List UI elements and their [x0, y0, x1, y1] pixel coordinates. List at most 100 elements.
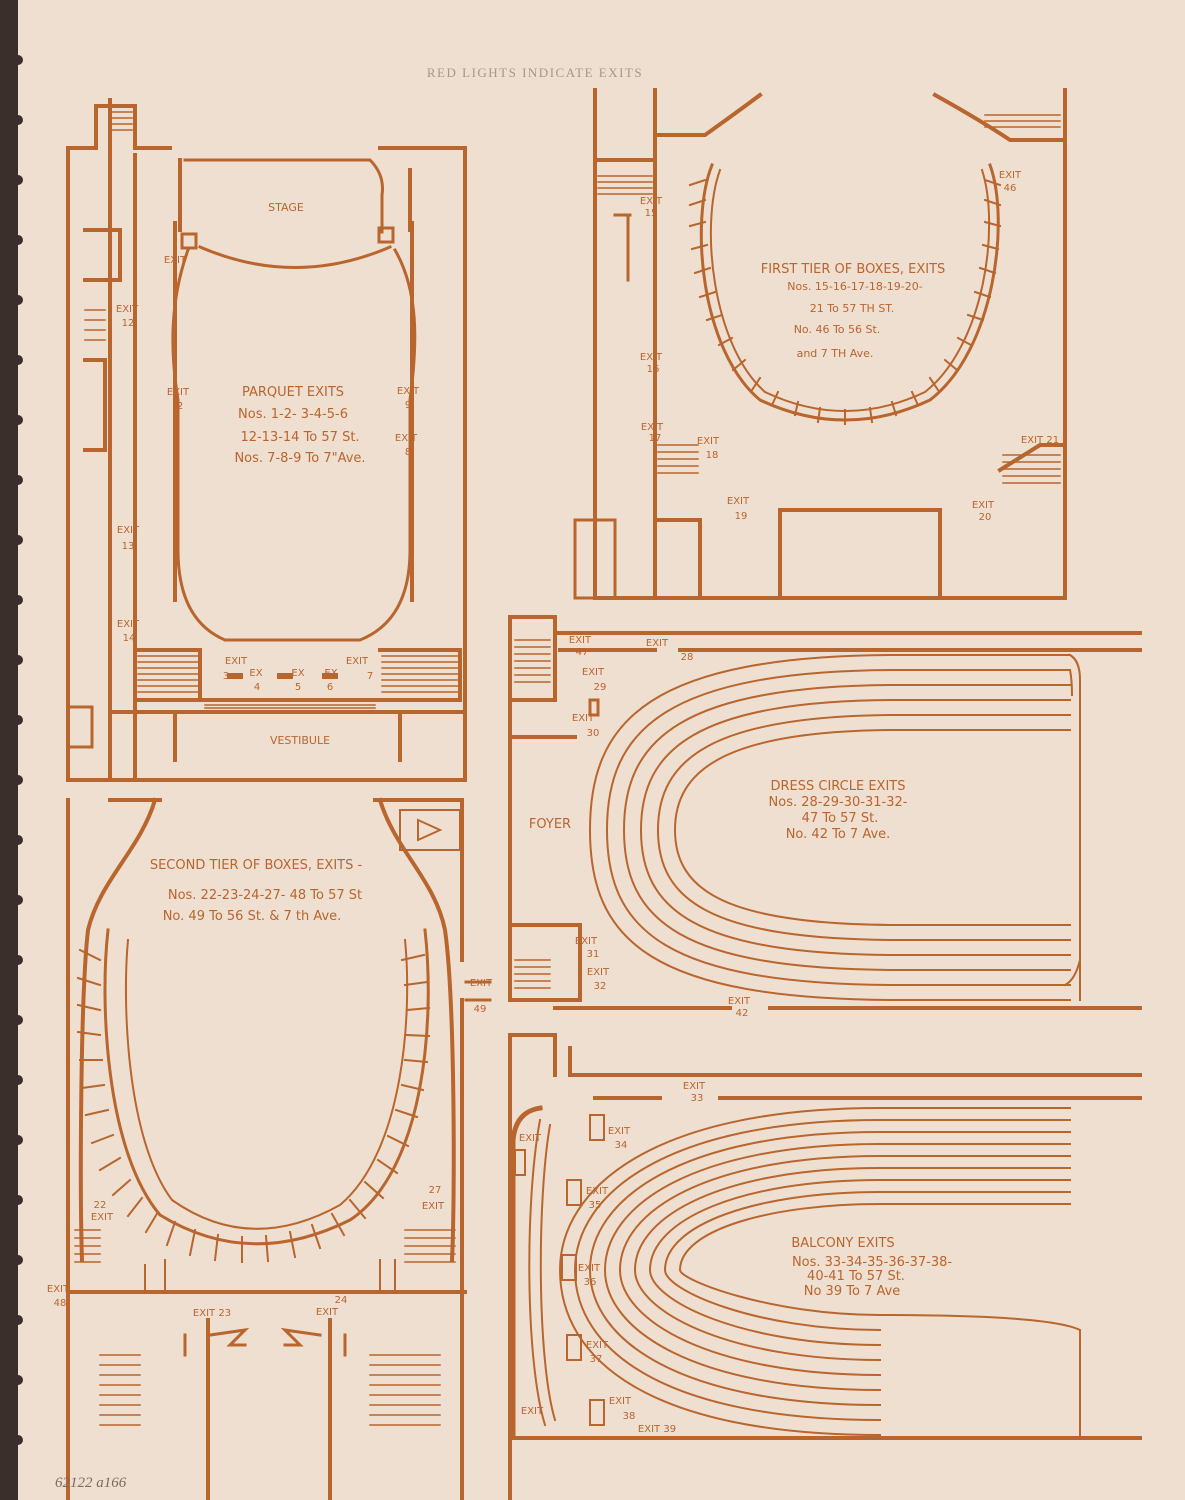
parquet-title: PARQUET EXITS: [242, 385, 344, 400]
page-header: RED LIGHTS INDICATE EXITS: [427, 65, 643, 80]
dress-circle-line-1: Nos. 28-29-30-31-32-: [769, 795, 908, 810]
exit-33-number: 33: [691, 1093, 704, 1104]
second-tier-line-1: Nos. 22-23-24-27- 48 To 57 St: [168, 888, 362, 903]
second-tier-labels: SECOND TIER OF BOXES, EXITS - Nos. 22-23…: [47, 858, 493, 1319]
exit-30-number: 30: [587, 728, 600, 739]
parquet-line-3: Nos. 7-8-9 To 7"Ave.: [234, 451, 365, 466]
exit-47-label: EXIT: [569, 635, 592, 646]
exit-3-number: 3: [223, 671, 229, 682]
exit-28-label: EXIT: [646, 638, 669, 649]
exit-31-label: EXIT: [575, 936, 598, 947]
exit-42-label: EXIT: [728, 996, 751, 1007]
exit-9-number: 9: [405, 400, 411, 411]
first-tier-line-3: No. 46 To 56 St.: [794, 323, 881, 336]
exit-15-label: EXIT: [640, 196, 663, 207]
parquet-line-1: Nos. 1-2- 3-4-5-6: [238, 407, 348, 422]
exit-24-label: EXIT: [316, 1307, 339, 1318]
exit-42-number: 42: [736, 1008, 749, 1019]
exit-8-label: EXIT: [395, 433, 418, 444]
exit-18-label: EXIT: [697, 436, 720, 447]
exit-14-label: EXIT: [117, 619, 140, 630]
exit-5-label: EX: [291, 668, 304, 679]
binder-holes: [13, 55, 23, 1445]
exit-4-label: EX: [249, 668, 262, 679]
vestibule-label: VESTIBULE: [270, 734, 330, 747]
exit-29-label: EXIT: [582, 667, 605, 678]
dress-circle-labels: FOYER DRESS CIRCLE EXITS Nos. 28-29-30-3…: [529, 635, 908, 1019]
exit-1-label: EXIT: [164, 255, 187, 266]
exit-15-number: 15: [645, 208, 658, 219]
exit-17-label: EXIT: [641, 422, 664, 433]
exit-32-number: 32: [594, 981, 607, 992]
program-page: [18, 0, 1185, 1500]
exit-27-label: EXIT: [422, 1201, 445, 1212]
exit-48-number: 48: [54, 1298, 67, 1309]
exit-39-label: EXIT 39: [638, 1424, 676, 1435]
exit-12-label: EXIT: [116, 304, 139, 315]
exit-27-number: 27: [429, 1185, 442, 1196]
exit-13-label: EXIT: [117, 525, 140, 536]
exit-5-number: 5: [295, 682, 301, 693]
first-tier-plan: [573, 88, 1067, 600]
exit-1-number: 1: [172, 267, 178, 278]
exit-35-number: 35: [589, 1200, 602, 1211]
exit-23-label: EXIT 23: [193, 1308, 231, 1319]
exit-32-label: EXIT: [587, 967, 610, 978]
dress-circle-plan: [508, 615, 1142, 1010]
exit-13-number: 13: [122, 541, 135, 552]
balcony-line-2: 40-41 To 57 St.: [807, 1269, 905, 1284]
exit-8-number: 8: [405, 447, 411, 458]
first-tier-line-2: 21 To 57 TH ST.: [810, 302, 894, 315]
exit-2-number: 2: [177, 401, 183, 412]
exit-4-number: 4: [254, 682, 260, 693]
parquet-labels: STAGE VESTIBULE PARQUET EXITS Nos. 1-2- …: [116, 201, 420, 747]
exit-18-number: 18: [706, 450, 719, 461]
exit-20-number: 20: [979, 512, 992, 523]
exit-19-number: 19: [735, 511, 748, 522]
exit-31-number: 31: [587, 949, 600, 960]
exit-22-label: EXIT: [91, 1212, 114, 1223]
second-tier-title: SECOND TIER OF BOXES, EXITS -: [150, 858, 363, 873]
exit-6-number: 6: [327, 682, 333, 693]
exit-30-label: EXIT: [572, 713, 595, 724]
dress-circle-line-3: No. 42 To 7 Ave.: [786, 827, 891, 842]
foyer-label: FOYER: [529, 817, 571, 832]
exit-6-label: EX: [324, 668, 337, 679]
first-tier-labels: FIRST TIER OF BOXES, EXITS Nos. 15-16-17…: [640, 170, 1059, 523]
second-tier-plan: [66, 797, 492, 1500]
balcony-title: BALCONY EXITS: [791, 1236, 894, 1251]
dress-circle-line-2: 47 To 57 St.: [802, 811, 879, 826]
exit-49-number: 49: [474, 1004, 487, 1015]
exit-48-label: EXIT: [47, 1284, 70, 1295]
second-tier-line-2: No. 49 To 56 St. & 7 th Ave.: [163, 909, 342, 924]
parquet-line-2: 12-13-14 To 57 St.: [240, 430, 359, 445]
exit-20-label: EXIT: [972, 500, 995, 511]
exit-lower-left-label: EXIT: [521, 1406, 544, 1417]
exit-38-label: EXIT: [609, 1396, 632, 1407]
balcony-line-1: Nos. 33-34-35-36-37-38-: [792, 1255, 952, 1270]
first-tier-line-4: and 7 TH Ave.: [797, 347, 874, 360]
exit-14-number: 14: [123, 633, 136, 644]
exit-12-number: 12: [122, 318, 135, 329]
exit-46-label: EXIT: [999, 170, 1022, 181]
exit-16-label: EXIT: [640, 352, 663, 363]
exit-37-number: 37: [590, 1354, 603, 1365]
exit-46-number: 46: [1004, 183, 1017, 194]
exit-47-number: 47: [576, 647, 589, 658]
pencil-catalog-note: 62122 a166: [55, 1475, 127, 1491]
exit-21-label: EXIT 21: [1021, 435, 1059, 446]
stage-label: STAGE: [268, 201, 304, 214]
exit-upper-left-label: EXIT: [519, 1133, 542, 1144]
exit-19-label: EXIT: [727, 496, 750, 507]
parquet-plan: [66, 98, 467, 782]
exit-17-number: 17: [649, 433, 662, 444]
exit-37-label: EXIT: [586, 1340, 609, 1351]
exit-35-label: EXIT: [586, 1186, 609, 1197]
dress-circle-title: DRESS CIRCLE EXITS: [770, 779, 905, 794]
balcony-labels: BALCONY EXITS Nos. 33-34-35-36-37-38- 40…: [519, 1081, 952, 1435]
balcony-plan: [508, 1033, 1142, 1500]
exit-7-label: EXIT: [346, 656, 369, 667]
exit-2-label: EXIT: [167, 387, 190, 398]
exit-38-number: 38: [623, 1411, 636, 1422]
